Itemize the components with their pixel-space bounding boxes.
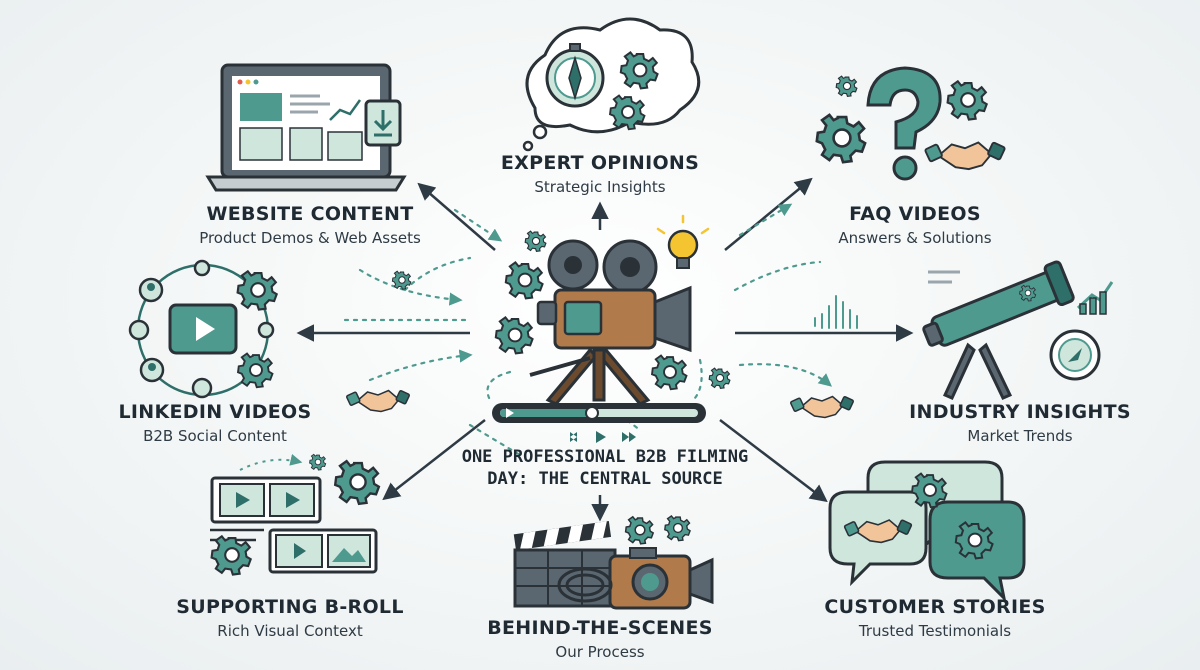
node-title: LINKEDIN VIDEOS: [118, 401, 312, 423]
node-industry-insights: INDUSTRY INSIGHTS Market Trends: [890, 401, 1150, 445]
gear-icon: [210, 535, 252, 576]
gear-icon: [334, 459, 381, 506]
node-title: INDUSTRY INSIGHTS: [909, 401, 1131, 423]
center-title: ONE PROFESSIONAL B2B FILMING DAY: THE CE…: [461, 447, 749, 489]
node-linkedin-videos: LINKEDIN VIDEOS B2B Social Content: [90, 401, 340, 445]
gear-icon: [835, 75, 858, 97]
node-title: WEBSITE CONTENT: [206, 203, 414, 225]
node-title: EXPERT OPINIONS: [500, 152, 700, 174]
node-subtitle: Answers & Solutions: [838, 229, 992, 247]
waveform-icon: [814, 295, 858, 329]
arrow-to-website-content: [417, 182, 496, 251]
film-camera-icon: [492, 239, 706, 443]
light-bulb-icon: [656, 214, 710, 269]
gear-icon: [651, 354, 688, 391]
connector-arrows: [296, 177, 914, 522]
node-title: SUPPORTING B-ROLL: [176, 596, 404, 618]
gear-icon: [708, 367, 731, 389]
gear-icon: [664, 515, 691, 542]
telescope-icon: [922, 260, 1114, 400]
gear-icon: [524, 230, 547, 252]
node-faq-videos: FAQ VIDEOS Answers & Solutions: [790, 203, 1040, 247]
node-title: FAQ VIDEOS: [849, 203, 981, 225]
social-network-video-icon: [128, 259, 275, 399]
question-mark-handshake-icon: [866, 66, 942, 181]
video-frames-icon: [210, 453, 378, 574]
handshake-icon: [923, 141, 1007, 171]
node-supporting-broll: SUPPORTING B-ROLL Rich Visual Context: [155, 596, 425, 640]
gear-icon: [391, 270, 412, 290]
laptop-dashboard-icon: [205, 63, 407, 192]
gear-icon: [624, 516, 654, 545]
node-expert-opinions: EXPERT OPINIONS Strategic Insights: [470, 152, 730, 196]
node-title: CUSTOMER STORIES: [824, 596, 1046, 618]
handshake-icon: [789, 395, 855, 419]
node-subtitle: Rich Visual Context: [217, 622, 363, 640]
node-customer-stories: CUSTOMER STORIES Trusted Testimonials: [800, 596, 1070, 640]
gear-icon: [946, 80, 988, 121]
node-subtitle: B2B Social Content: [143, 427, 287, 445]
node-website-content: WEBSITE CONTENT Product Demos & Web Asse…: [160, 203, 460, 247]
arrow-to-faq-videos: [724, 177, 813, 251]
gear-icon: [815, 113, 867, 164]
node-subtitle: Trusted Testimonials: [858, 622, 1012, 640]
node-subtitle: Our Process: [555, 643, 645, 661]
clapperboard-camera-icon: [513, 521, 714, 610]
gear-icon: [309, 453, 327, 471]
node-behind-the-scenes: BEHIND-THE-SCENES Our Process: [465, 617, 735, 661]
arrow-to-customer-stories: [719, 419, 828, 503]
compass-thought-bubble-icon: [522, 17, 701, 152]
gear-icon: [504, 261, 544, 300]
arrow-to-supporting-broll: [382, 419, 486, 501]
node-subtitle: Strategic Insights: [534, 178, 666, 196]
node-subtitle: Product Demos & Web Assets: [199, 229, 421, 247]
gear-icon: [237, 352, 274, 389]
node-subtitle: Market Trends: [967, 427, 1073, 445]
gear-icon: [494, 316, 534, 355]
gear-icon: [236, 270, 278, 311]
handshake-icon: [345, 389, 411, 413]
node-title: BEHIND-THE-SCENES: [487, 617, 713, 639]
